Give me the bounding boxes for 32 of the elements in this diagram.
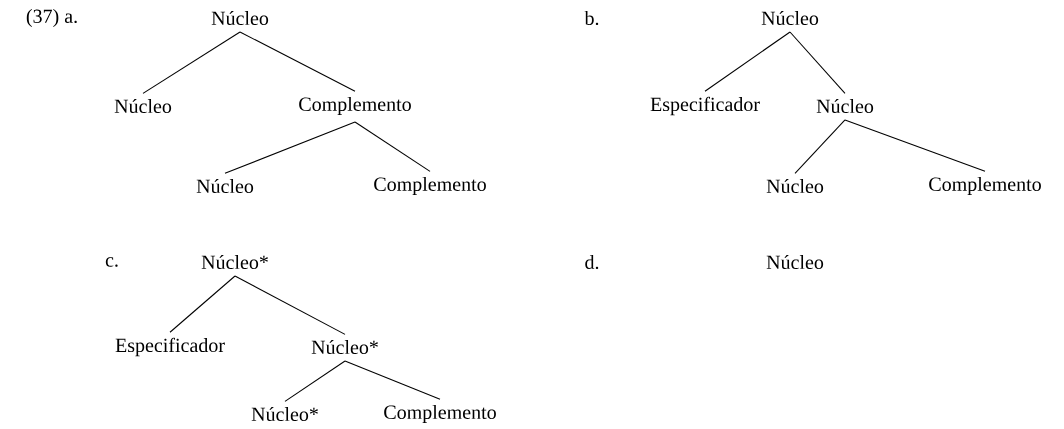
tree-branch [142,31,241,94]
tree-branch [344,360,441,400]
tree-label: Núcleo* [251,406,318,422]
example-label: d. [585,254,599,270]
tree-label: Complemento [299,96,411,116]
tree-label: Núcleo* [201,254,268,270]
tree-branch [169,275,236,333]
tree-label: Complemento [374,176,486,196]
tree-branch [239,31,356,92]
tree-branch [224,121,356,174]
tree-branch [354,121,431,172]
tree-label: Núcleo [766,178,824,194]
example-label: b. [584,10,599,26]
tree-branch [284,360,346,402]
tree-branch [794,119,846,174]
tree-label: Complemento [384,404,496,424]
tree-label: Núcleo* [311,339,378,355]
tree-label: Núcleo [816,98,874,114]
tree-label: Núcleo [211,10,269,26]
tree-label: Núcleo [761,10,819,26]
tree-label: Complemento [929,176,1041,196]
example-label: c. [105,257,118,267]
tree-branch [704,31,791,92]
tree-label: Especificador [115,337,225,357]
tree-label: Núcleo [196,178,254,194]
tree-label: Núcleo [114,98,172,114]
example-label: (37) a. [26,8,77,28]
tree-branch [234,275,346,335]
tree-branch [789,31,846,94]
tree-label: Especificador [650,96,760,116]
tree-branch [844,119,986,172]
example-label: Núcleo [766,254,824,270]
